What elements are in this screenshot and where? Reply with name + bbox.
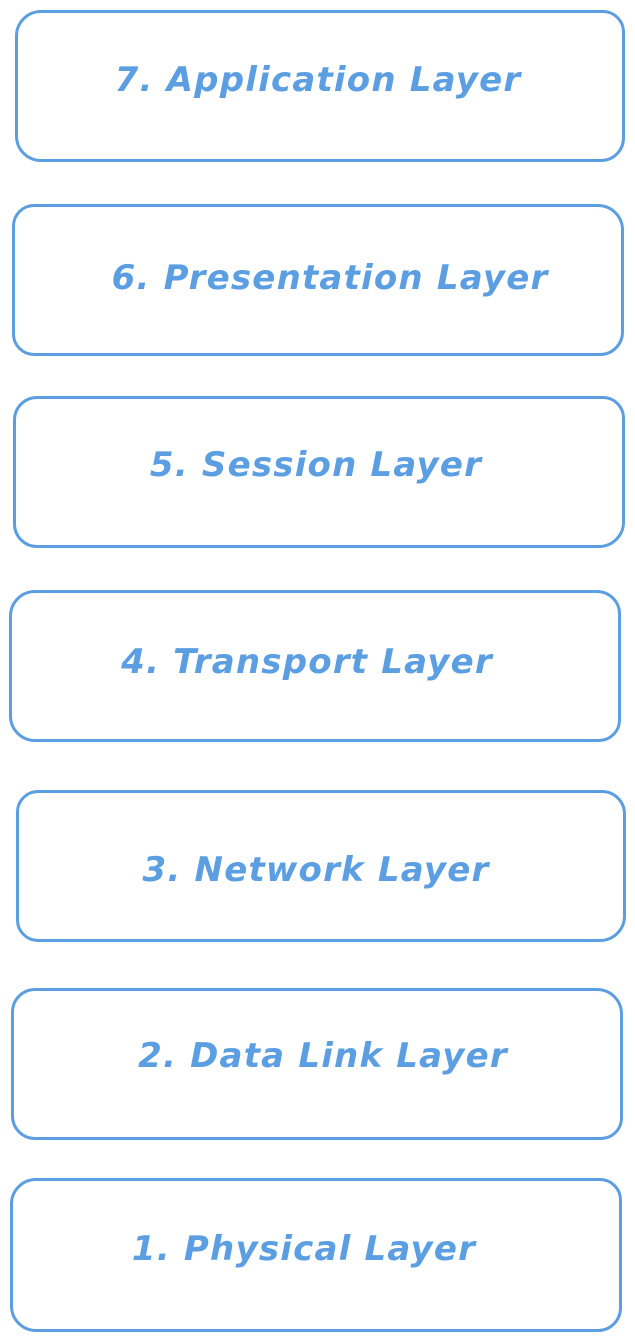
physical-layer-label: 1. Physical Layer [131,1229,477,1269]
network-layer-box: 3. Network Layer [16,790,626,942]
application-layer-label: 7. Application Layer [114,60,522,100]
session-layer-box: 5. Session Layer [13,396,625,548]
transport-layer-label: 4. Transport Layer [121,642,493,682]
presentation-layer-box: 6. Presentation Layer [12,204,624,356]
session-layer-label: 5. Session Layer [149,445,483,485]
application-layer-box: 7. Application Layer [15,10,625,162]
physical-layer-box: 1. Physical Layer [10,1178,622,1332]
transport-layer-box: 4. Transport Layer [9,590,621,742]
data-link-layer-box: 2. Data Link Layer [11,988,623,1140]
presentation-layer-label: 6. Presentation Layer [111,258,549,298]
data-link-layer-label: 2. Data Link Layer [138,1036,508,1076]
network-layer-label: 3. Network Layer [142,850,490,890]
